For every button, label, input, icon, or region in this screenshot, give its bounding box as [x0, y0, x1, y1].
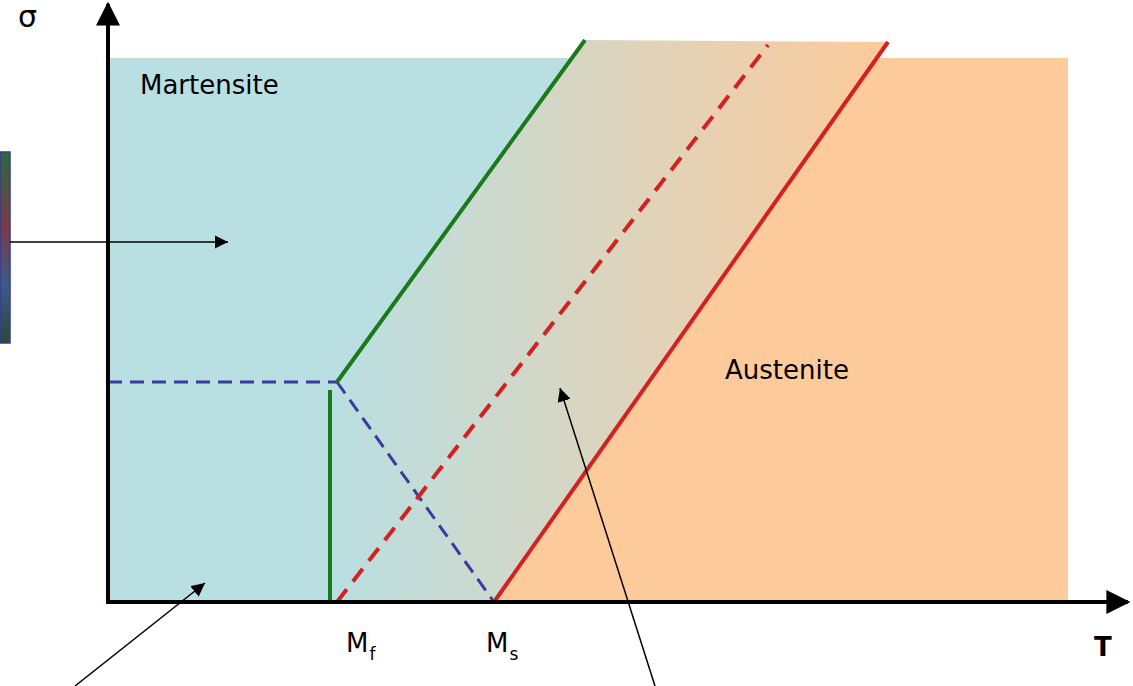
axis-label: σ: [18, 2, 37, 32]
pointer-arrow: [75, 583, 205, 686]
red-boundary: [494, 42, 888, 602]
temperature-axis: [106, 600, 1128, 604]
region-label: Austenite: [725, 357, 849, 383]
temperature-symbol: M: [486, 630, 508, 656]
blue-dashed-line: [108, 381, 337, 384]
pointer-arrow: [10, 241, 228, 243]
green-boundary: [337, 40, 585, 382]
pointer-arrow: [560, 388, 655, 686]
subscript: f: [369, 646, 375, 663]
thumbnail-image: [0, 152, 10, 343]
axis-label: T: [1094, 634, 1112, 660]
green-boundary: [328, 390, 332, 602]
temperature-symbol: M: [346, 630, 368, 656]
austenite-region: [494, 58, 1068, 602]
stress-axis: [106, 4, 110, 604]
subscript: s: [509, 646, 518, 663]
region-label: Martensite: [140, 72, 279, 98]
